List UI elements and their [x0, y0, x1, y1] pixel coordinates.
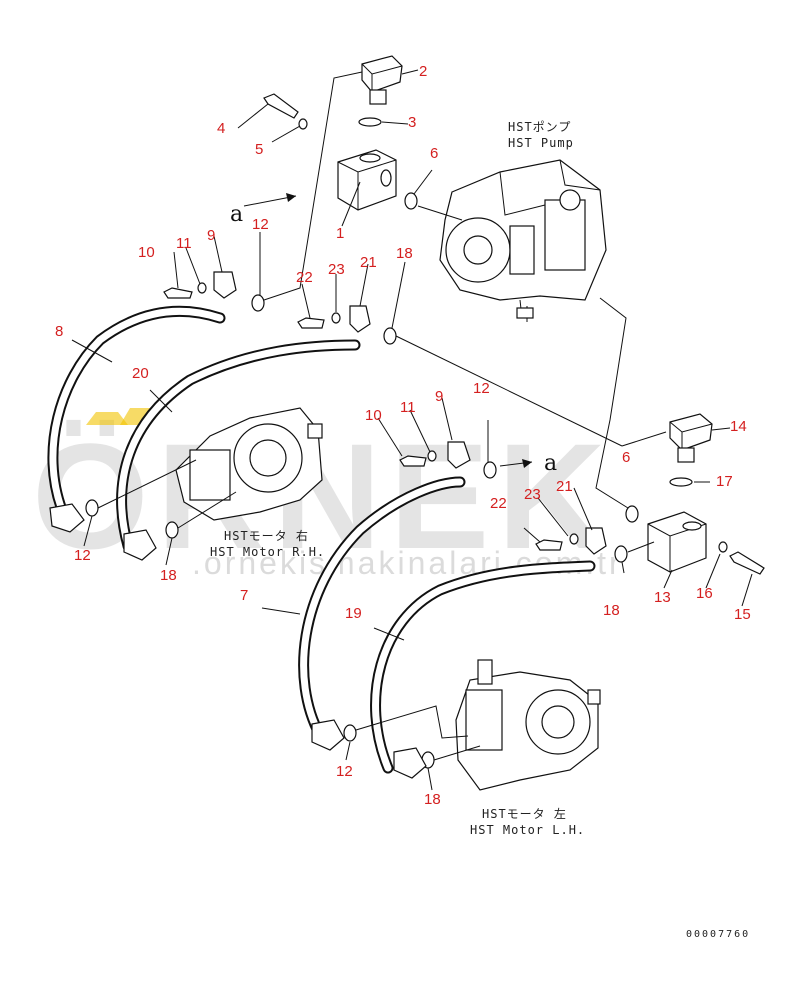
callout-21-upper: 21 [360, 254, 377, 271]
callout-8: 8 [55, 323, 63, 340]
leader-lines [71, 69, 753, 791]
washer-16 [718, 541, 728, 553]
hose-19 [370, 560, 596, 779]
callout-15: 15 [734, 606, 751, 623]
callout-20: 20 [132, 365, 149, 382]
ref-a-lower-label: a [544, 451, 557, 476]
callout-22-lower: 22 [490, 495, 507, 512]
callout-18-upper: 18 [396, 245, 413, 262]
oring-18b [165, 521, 179, 539]
callout-12-upper: 12 [252, 216, 269, 233]
hst-motor-lh [455, 659, 601, 791]
callout-5: 5 [255, 141, 263, 158]
callout-6-lower: 6 [622, 449, 630, 466]
callout-12-rh: 12 [74, 547, 91, 564]
callout-3: 3 [408, 114, 416, 131]
callout-9-lower: 9 [435, 388, 443, 405]
elbow-2 [361, 55, 403, 105]
oring-6b [625, 505, 639, 523]
callout-11-lower: 11 [400, 399, 416, 416]
bolt-4 [263, 93, 299, 119]
motor-rh-label-en: HST Motor R.H. [210, 545, 325, 559]
washer-5 [298, 118, 308, 130]
callout-10-lower: 10 [365, 407, 382, 424]
callout-10-upper: 10 [138, 244, 155, 261]
pump-label-jp: HSTポンプ [508, 120, 571, 134]
callout-4: 4 [217, 120, 225, 137]
callouts: 2 3 4 5 6 1 12 10 11 9 18 22 23 21 8 20 … [55, 63, 751, 808]
motor-lh-label-jp: HSTモータ 左 [482, 806, 567, 821]
callout-9-upper: 9 [207, 227, 215, 244]
oring-17 [669, 477, 693, 487]
elbow-14 [669, 413, 713, 463]
oring-6a [404, 192, 418, 210]
callout-18-rh: 18 [160, 567, 177, 584]
motor-lh-label-en: HST Motor L.H. [470, 823, 585, 837]
oring-3 [358, 117, 382, 127]
motor-rh-label-jp: HSTモータ 右 [224, 528, 309, 543]
bolt-15 [729, 551, 765, 575]
fastener-set-upper-left [163, 271, 371, 333]
watermark-accent-left [86, 412, 128, 425]
callout-21-lower: 21 [556, 478, 573, 495]
callout-14: 14 [730, 418, 747, 435]
callout-19: 19 [345, 605, 362, 622]
hose-8 [47, 305, 226, 533]
flow-ref-a-lower [499, 459, 533, 468]
fastener-set-lower [399, 441, 607, 555]
oring-12a [251, 294, 265, 312]
callout-12-center: 12 [473, 380, 490, 397]
hose-20 [116, 339, 361, 561]
callout-16: 16 [696, 585, 713, 602]
oring-18a [383, 327, 397, 345]
oring-12b [85, 499, 99, 517]
callout-18-right: 18 [603, 602, 620, 619]
flow-ref-a-upper [243, 193, 297, 207]
ref-a-upper-label: a [230, 202, 243, 227]
block-13 [647, 511, 707, 573]
callout-7: 7 [240, 587, 248, 604]
pump-label-en: HST Pump [508, 136, 574, 150]
doc-number: 00007760 [686, 929, 750, 940]
hst-pump [439, 159, 607, 322]
callout-1: 1 [336, 225, 344, 242]
hst-motor-rh [175, 407, 323, 521]
callout-6-upper: 6 [430, 145, 438, 162]
callout-13: 13 [654, 589, 671, 606]
block-1 [337, 149, 397, 211]
callout-11-upper: 11 [176, 235, 192, 252]
callout-23-lower: 23 [524, 486, 541, 503]
callout-22-upper: 22 [296, 269, 313, 286]
oring-18c [614, 545, 628, 563]
callout-23-upper: 23 [328, 261, 345, 278]
oring-12c [483, 461, 497, 479]
hose-7 [298, 476, 466, 751]
callout-17: 17 [716, 473, 733, 490]
callout-2: 2 [419, 63, 427, 80]
callout-12-lh: 12 [336, 763, 353, 780]
oring-12d [343, 724, 357, 742]
callout-18-lh: 18 [424, 791, 441, 808]
